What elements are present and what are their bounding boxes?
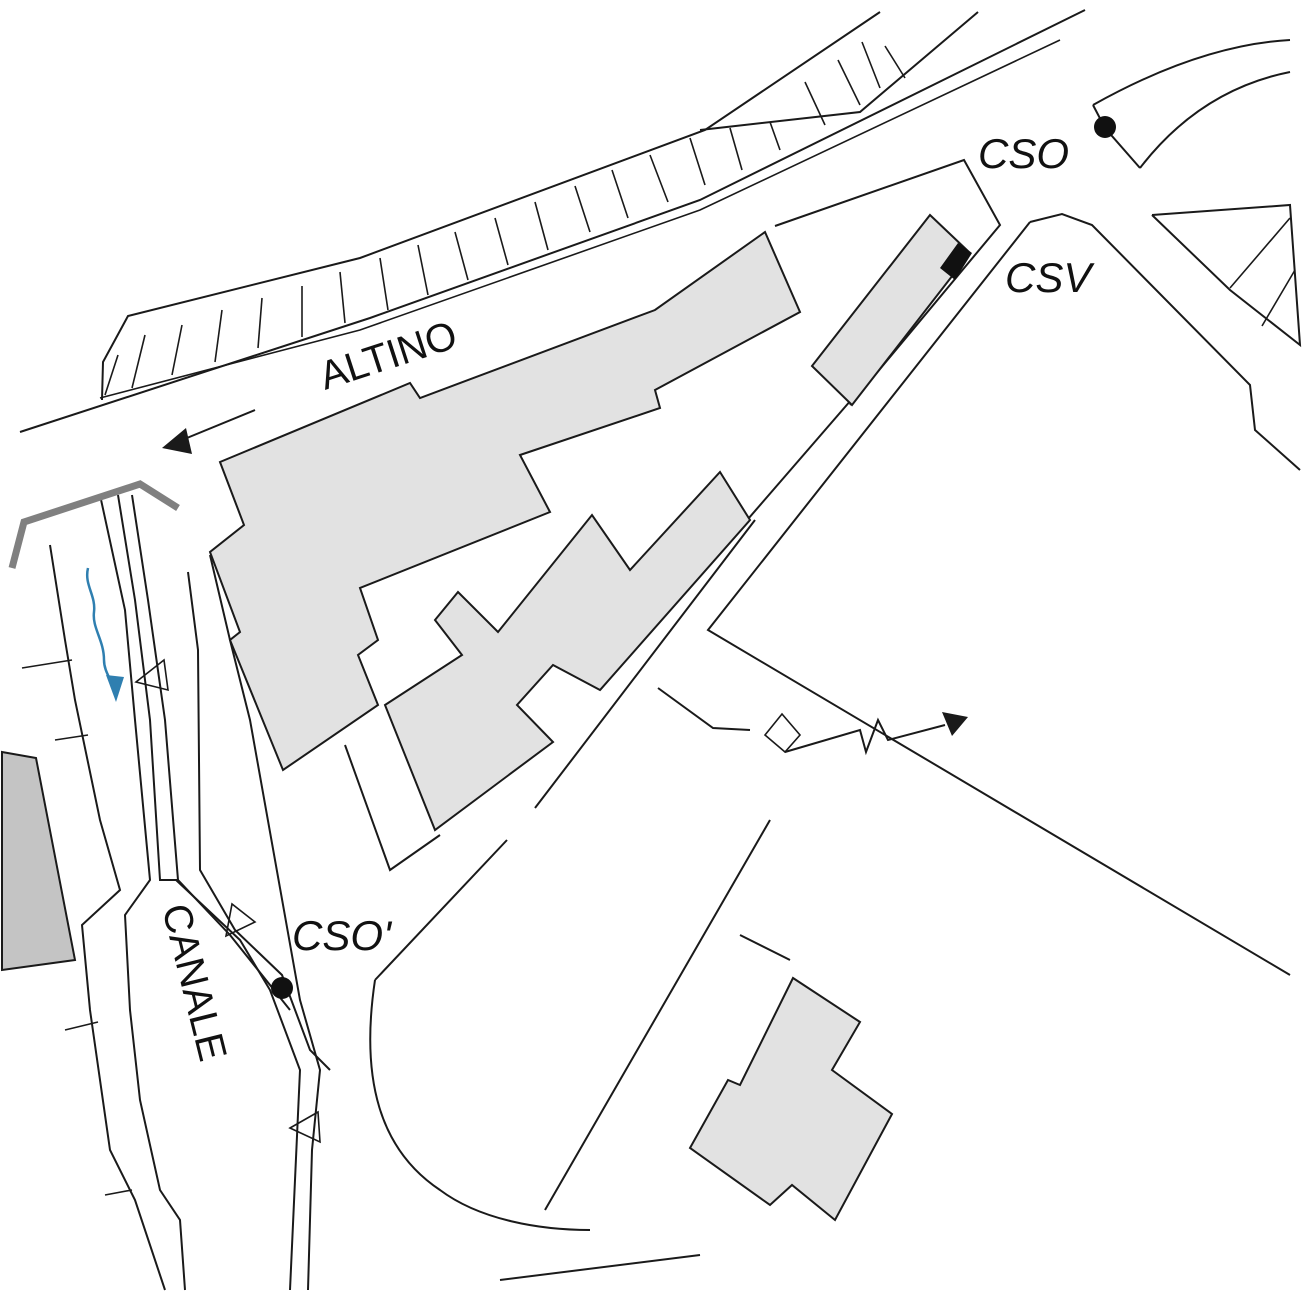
building-east-narrow <box>810 213 972 407</box>
west-tick-3 <box>64 1021 99 1031</box>
hollow-triangle-icon <box>134 658 169 692</box>
filled-circle-icon <box>271 977 293 999</box>
east-road-lower <box>706 221 1291 976</box>
ne-island <box>1151 203 1302 348</box>
altino-road-north-edge <box>101 11 881 401</box>
label-altino: ALTINO <box>314 313 462 399</box>
road-network <box>19 9 1302 1291</box>
building-south-east <box>383 470 752 832</box>
west-tick-4 <box>104 1189 133 1196</box>
symbols <box>85 116 1116 1144</box>
ne-island-hatch-1 <box>1229 217 1291 289</box>
south-parallel <box>544 819 771 1211</box>
hollow-triangle-icon <box>224 902 257 938</box>
building-main <box>208 230 802 772</box>
buildings <box>1 213 972 1222</box>
south-east-stub <box>739 934 791 961</box>
ne-island-hatch-2 <box>1261 269 1296 327</box>
flow-arrow-icon <box>85 567 124 702</box>
filled-circle-icon <box>1094 116 1116 138</box>
street-center <box>175 879 302 1291</box>
east-road-north-edge <box>774 158 1002 406</box>
ne-curve-inner <box>1139 71 1291 169</box>
slope-hatching <box>104 41 906 396</box>
culvert-path <box>657 687 751 731</box>
canal-east-bank <box>99 494 186 1291</box>
south-bottom <box>499 1254 701 1281</box>
building-south <box>688 976 894 1222</box>
south-road-b <box>374 839 508 981</box>
outfall-arrow-icon <box>763 712 968 756</box>
altino-slope-top <box>699 11 979 131</box>
triangle-arrow-icon <box>162 409 256 454</box>
south-loop <box>369 979 591 1231</box>
building-west-dark <box>1 750 77 972</box>
west-tick-2 <box>54 734 89 741</box>
west-tick-1 <box>21 659 73 669</box>
canal-inner-b <box>131 494 179 881</box>
hollow-triangle-icon <box>288 1110 321 1144</box>
label-csv: CSV <box>1005 254 1095 301</box>
canal-west-bank <box>49 544 166 1291</box>
label-cso-prime: CSO' <box>292 912 393 959</box>
east-road-right-edge <box>1029 212 1301 471</box>
yard-line-1 <box>344 744 441 872</box>
canal-inner-a <box>117 494 291 1011</box>
south-road-a <box>534 519 756 809</box>
altino-slope-parallel <box>99 39 1061 399</box>
filled-rectangle-icon <box>940 243 972 280</box>
weir-gate <box>8 480 180 569</box>
street-west-edge <box>187 571 331 1071</box>
ne-curve-outer <box>1092 39 1291 106</box>
altino-road-south-edge <box>19 9 1086 433</box>
label-cso: CSO <box>978 130 1069 177</box>
